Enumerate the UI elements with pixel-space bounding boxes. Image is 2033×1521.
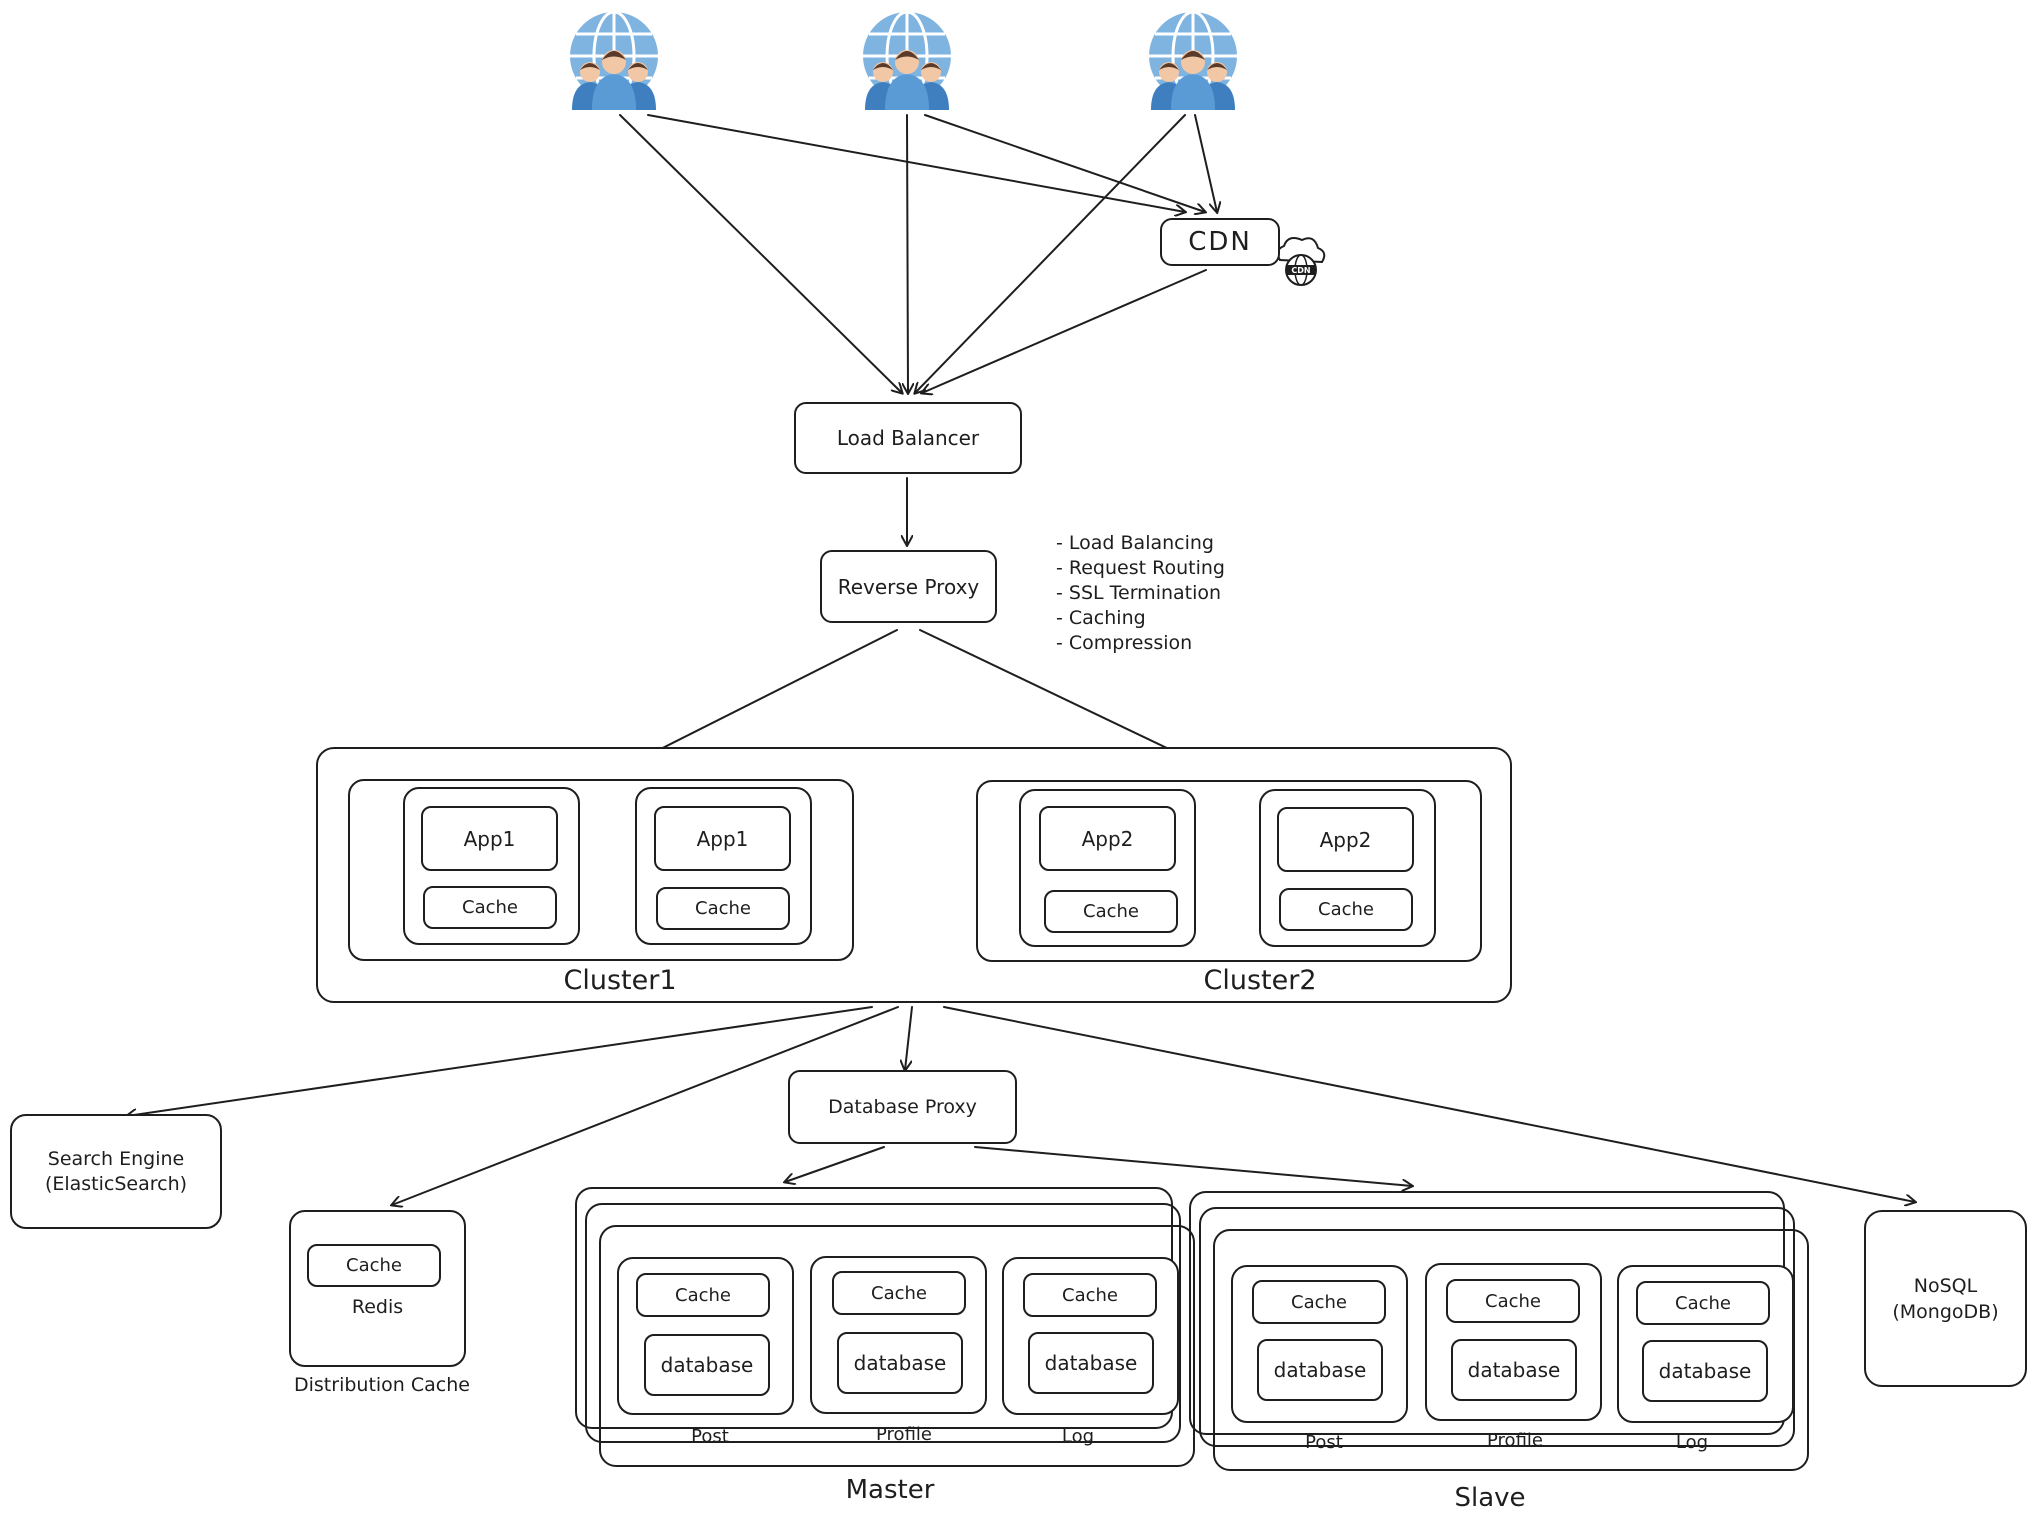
feature-item: - Compression — [1056, 632, 1193, 654]
search-engine-label: Search Engine (ElasticSearch) — [44, 1147, 188, 1195]
shard-database-node: database — [1028, 1332, 1154, 1394]
arrow-user3-cdn — [1194, 114, 1217, 212]
app-node: App2 — [1039, 806, 1176, 871]
shard-database-node: database — [1257, 1339, 1383, 1401]
cache-label: Cache — [1318, 899, 1374, 920]
nosql-node: NoSQL (MongoDB) — [1864, 1210, 2027, 1387]
reverse-proxy-features: - Load Balancing - Request Routing - SSL… — [1056, 531, 1225, 656]
arrow-app-redis — [392, 1006, 899, 1205]
shard-cache-node: Cache — [832, 1271, 966, 1315]
cdn-cloud-icon: CDN — [1276, 237, 1326, 286]
arrow-app-dbproxy — [905, 1006, 913, 1070]
shard-cache-node: Cache — [636, 1273, 770, 1317]
app-node: App1 — [654, 806, 791, 871]
cache-label: Cache — [1485, 1290, 1541, 1312]
feature-item: - Request Routing — [1056, 557, 1225, 579]
arrow-user1-lb — [619, 114, 902, 393]
app-label: App1 — [463, 826, 516, 851]
shard-caption: Post — [1305, 1431, 1343, 1453]
arrow-app-search — [127, 1006, 873, 1116]
load-balancer-node: Load Balancer — [794, 402, 1022, 474]
cluster-1-label: Cluster1 — [563, 964, 677, 996]
app-label: App1 — [696, 826, 749, 851]
shard-caption: Profile — [1487, 1429, 1543, 1451]
cache-label: Cache — [462, 897, 518, 918]
redis-cache-node: Cache — [307, 1244, 441, 1287]
shard-database-node: database — [837, 1332, 963, 1394]
cache-label: Cache — [675, 1284, 731, 1306]
app-cache-node: Cache — [1279, 888, 1413, 931]
cache-label: Cache — [1062, 1284, 1118, 1306]
slave-stack-frames — [1189, 1191, 1809, 1471]
database-label: database — [1658, 1359, 1752, 1383]
database-label: database — [1467, 1358, 1561, 1382]
arrow-dbproxy-master — [785, 1146, 885, 1182]
app-label: App2 — [1081, 826, 1134, 851]
shard-cache-node: Cache — [1636, 1281, 1770, 1325]
app-cache-node: Cache — [1044, 890, 1178, 933]
distribution-cache-caption: Distribution Cache — [294, 1374, 470, 1396]
cdn-label: CDN — [1188, 227, 1252, 257]
cache-label: Cache — [1675, 1292, 1731, 1314]
app-cache-node: Cache — [656, 887, 790, 930]
svg-text:CDN: CDN — [1291, 266, 1310, 275]
shard-database-node: database — [1642, 1340, 1768, 1402]
app-node: App1 — [421, 806, 558, 871]
load-balancer-label: Load Balancer — [836, 426, 980, 450]
redis-node — [289, 1210, 466, 1367]
database-label: database — [1273, 1358, 1367, 1382]
cache-label: Cache — [695, 898, 751, 919]
arrow-cdn-lb — [922, 269, 1207, 393]
shard-cache-node: Cache — [1023, 1273, 1157, 1317]
cache-label: Cache — [1083, 901, 1139, 922]
cluster-2-label: Cluster2 — [1203, 964, 1317, 996]
users-globe-icon — [1147, 10, 1239, 110]
shard-caption: Log — [1675, 1431, 1709, 1453]
app-cache-node: Cache — [423, 886, 557, 929]
shard-caption: Post — [691, 1425, 729, 1447]
app-label: App2 — [1319, 827, 1372, 852]
arrow-user3-lb — [915, 114, 1186, 393]
database-label: database — [1044, 1351, 1138, 1375]
reverse-proxy-label: Reverse Proxy — [837, 574, 980, 599]
feature-item: - Caching — [1056, 607, 1146, 629]
shard-caption: Log — [1061, 1425, 1095, 1447]
shard-database-node: database — [1451, 1339, 1577, 1401]
reverse-proxy-node: Reverse Proxy — [820, 550, 997, 623]
feature-item: - SSL Termination — [1056, 582, 1222, 604]
database-proxy-node: Database Proxy — [788, 1070, 1017, 1144]
master-label: Master — [845, 1475, 935, 1505]
database-label: database — [853, 1351, 947, 1375]
cdn-node: CDN — [1160, 218, 1280, 266]
shard-caption: Profile — [876, 1423, 932, 1445]
arrow-dbproxy-slave — [974, 1146, 1412, 1186]
nosql-label: NoSQL (MongoDB) — [1892, 1274, 1999, 1323]
arrow-user2-lb — [907, 114, 908, 393]
arrow-user1-cdn — [647, 114, 1185, 212]
cache-label: Cache — [346, 1255, 402, 1276]
database-proxy-label: Database Proxy — [828, 1096, 977, 1118]
users-globe-icon — [568, 10, 660, 110]
redis-label: Redis — [351, 1296, 404, 1318]
arrow-app-nosql — [943, 1006, 1915, 1202]
search-engine-node: Search Engine (ElasticSearch) — [10, 1114, 222, 1229]
users-globe-icon — [861, 10, 953, 110]
cache-label: Cache — [871, 1282, 927, 1304]
shard-cache-node: Cache — [1252, 1280, 1386, 1324]
slave-label: Slave — [1454, 1483, 1526, 1513]
database-label: database — [660, 1353, 754, 1377]
shard-database-node: database — [644, 1334, 770, 1396]
cache-label: Cache — [1291, 1291, 1347, 1313]
shard-cache-node: Cache — [1446, 1279, 1580, 1323]
feature-item: - Load Balancing — [1056, 532, 1214, 554]
arrow-user2-cdn — [924, 114, 1205, 212]
app-node: App2 — [1277, 807, 1414, 872]
